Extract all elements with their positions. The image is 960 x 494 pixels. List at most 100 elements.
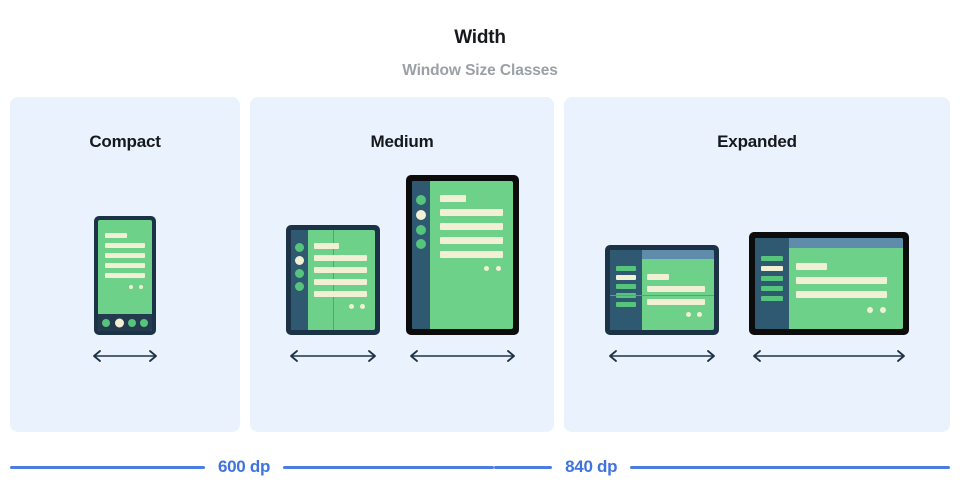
device-group-compact xyxy=(10,175,240,432)
content-dot xyxy=(483,266,489,271)
width-arrow-icon xyxy=(605,349,719,368)
device-slot-phone-portrait xyxy=(89,216,161,368)
rail-item[interactable] xyxy=(415,225,426,235)
content-line xyxy=(313,291,367,297)
content-line xyxy=(647,286,705,292)
device-slot-tablet-landscape xyxy=(749,232,909,368)
device-group-expanded xyxy=(564,175,950,432)
page-subtitle: Window Size Classes xyxy=(402,62,558,79)
foldable-portrait-screen xyxy=(290,230,375,330)
content-dot xyxy=(348,304,354,309)
content-line xyxy=(796,291,887,298)
rail-item[interactable] xyxy=(294,269,304,278)
width-arrow-icon xyxy=(286,349,380,368)
panel-label-expanded: Expanded xyxy=(717,132,797,151)
rail-item-active[interactable] xyxy=(616,275,636,280)
rail-item[interactable] xyxy=(616,266,636,271)
content-line xyxy=(439,195,466,202)
panel-label-medium: Medium xyxy=(370,132,434,151)
header: Width Window Size Classes xyxy=(0,0,960,79)
content-dot xyxy=(697,312,702,317)
content-line xyxy=(439,223,503,230)
breakpoint-scale: 600 dp 840 dp xyxy=(0,452,960,482)
panel-expanded[interactable]: Expanded xyxy=(564,97,950,432)
foldable-landscape-frame xyxy=(605,245,719,335)
phone-portrait-screen xyxy=(98,220,152,331)
content-line xyxy=(313,267,367,273)
rail-item[interactable] xyxy=(761,256,783,261)
content-dot xyxy=(129,285,133,289)
navigation-rail xyxy=(290,230,308,330)
content-dot xyxy=(495,266,501,271)
content-line xyxy=(105,263,145,268)
content-dot xyxy=(880,307,886,313)
navigation-rail xyxy=(610,250,642,330)
tablet-landscape-frame xyxy=(749,232,909,335)
content-line xyxy=(105,243,145,248)
page-title: Width xyxy=(454,27,506,48)
nav-item[interactable] xyxy=(128,318,136,327)
rail-item[interactable] xyxy=(761,296,783,301)
device-slot-tablet-portrait xyxy=(405,175,519,368)
app-top-bar xyxy=(610,250,714,259)
phone-bottom-nav-bar xyxy=(98,314,152,331)
phone-portrait-frame xyxy=(94,216,156,335)
tablet-portrait-screen xyxy=(411,181,513,329)
size-class-panels: Compact xyxy=(10,97,950,432)
foldable-landscape-screen xyxy=(610,250,714,330)
width-arrow-icon xyxy=(89,349,161,368)
content-line xyxy=(313,255,367,261)
width-arrow-icon xyxy=(749,349,909,368)
tablet-portrait-frame xyxy=(405,175,519,335)
content-line xyxy=(313,243,339,249)
rail-item[interactable] xyxy=(415,195,426,205)
scale-rule-segment xyxy=(10,465,205,469)
content-line xyxy=(105,253,145,258)
tablet-landscape-screen xyxy=(755,238,903,329)
nav-item[interactable] xyxy=(140,318,148,327)
device-slot-foldable-portrait xyxy=(285,225,380,368)
rail-item[interactable] xyxy=(294,243,304,252)
content-line xyxy=(439,237,503,244)
fold-crease xyxy=(610,295,714,296)
rail-item[interactable] xyxy=(616,302,636,307)
rail-item[interactable] xyxy=(616,284,636,289)
scale-rule-segment xyxy=(283,465,494,469)
app-top-bar xyxy=(755,238,903,248)
nav-item-active[interactable] xyxy=(115,318,124,327)
navigation-rail xyxy=(755,238,789,329)
content-line xyxy=(105,233,127,238)
foldable-portrait-frame xyxy=(285,225,380,335)
content-dot xyxy=(359,304,365,309)
breakpoint-label-600dp: 600 dp xyxy=(218,457,271,476)
navigation-rail xyxy=(411,181,430,329)
device-group-medium xyxy=(250,175,554,432)
content-dot xyxy=(139,285,143,289)
rail-item[interactable] xyxy=(761,286,783,291)
rail-item-active[interactable] xyxy=(415,210,426,220)
rail-item[interactable] xyxy=(415,239,426,249)
content-line xyxy=(796,277,887,284)
rail-item[interactable] xyxy=(294,282,304,291)
rail-item-active[interactable] xyxy=(294,256,304,265)
content-line xyxy=(796,263,827,270)
content-line xyxy=(313,279,367,285)
width-arrow-icon xyxy=(406,349,519,368)
content-dot xyxy=(686,312,691,317)
content-line xyxy=(439,209,503,216)
nav-item[interactable] xyxy=(102,318,110,327)
panel-medium[interactable]: Medium xyxy=(250,97,554,432)
scale-rule-segment xyxy=(630,465,951,469)
content-line xyxy=(647,299,705,305)
content-line xyxy=(647,274,669,280)
scale-rule-segment xyxy=(493,465,553,469)
rail-item[interactable] xyxy=(761,276,783,281)
breakpoint-label-840dp: 840 dp xyxy=(565,457,618,476)
device-slot-foldable-landscape xyxy=(605,245,719,368)
panel-label-compact: Compact xyxy=(89,132,161,151)
rail-item-active[interactable] xyxy=(761,266,783,271)
content-line xyxy=(439,251,503,258)
panel-compact[interactable]: Compact xyxy=(10,97,240,432)
content-dot xyxy=(867,307,873,313)
